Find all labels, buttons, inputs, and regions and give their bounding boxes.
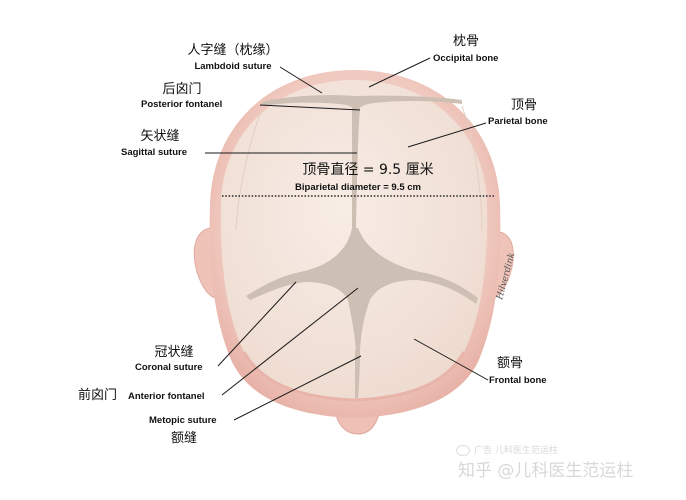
- leader-lines: [205, 57, 489, 421]
- watermark-line-1: 广告 儿科医生范运柱: [456, 443, 558, 456]
- label-metopic-en: Metopic suture: [149, 415, 217, 426]
- measurement-en: Biparietal diameter = 9.5 cm: [295, 182, 421, 193]
- label-posterior-fontanel-en: Posterior fontanel: [141, 99, 223, 110]
- label-parietal-zh: 顶骨: [510, 98, 538, 113]
- label-coronal-zh: 冠状缝: [154, 345, 194, 360]
- label-occipital-en: Occipital bone: [433, 53, 499, 64]
- label-parietal-en: Parietal bone: [488, 116, 548, 127]
- sutures: [246, 95, 478, 398]
- label-frontal-zh: 额骨: [496, 356, 524, 371]
- label-lambdoid-en: Lambdoid suture: [194, 61, 272, 72]
- measurement-zh: 顶骨直径 = 9.5 厘米: [302, 162, 434, 178]
- label-frontal-en: Frontal bone: [489, 375, 547, 386]
- label-occipital-zh: 枕骨: [452, 34, 480, 49]
- watermark-line-2: 知乎 @儿科医生范运柱: [458, 461, 634, 481]
- label-sagittal-en: Sagittal suture: [121, 147, 187, 158]
- label-sagittal-zh: 矢状缝: [140, 129, 180, 144]
- weibo-icon: [456, 445, 470, 456]
- label-anterior-fontanel-zh: 前囟门: [78, 388, 118, 403]
- label-anterior-fontanel-en: Anterior fontanel: [128, 391, 205, 402]
- label-metopic-zh: 额缝: [170, 431, 198, 446]
- label-coronal-en: Coronal suture: [135, 362, 203, 373]
- watermark-line-1-text: 广告 儿科医生范运柱: [474, 446, 558, 456]
- label-posterior-fontanel-zh: 后囟门: [162, 82, 202, 97]
- label-lambdoid-zh: 人字缝（枕缘）: [187, 43, 279, 58]
